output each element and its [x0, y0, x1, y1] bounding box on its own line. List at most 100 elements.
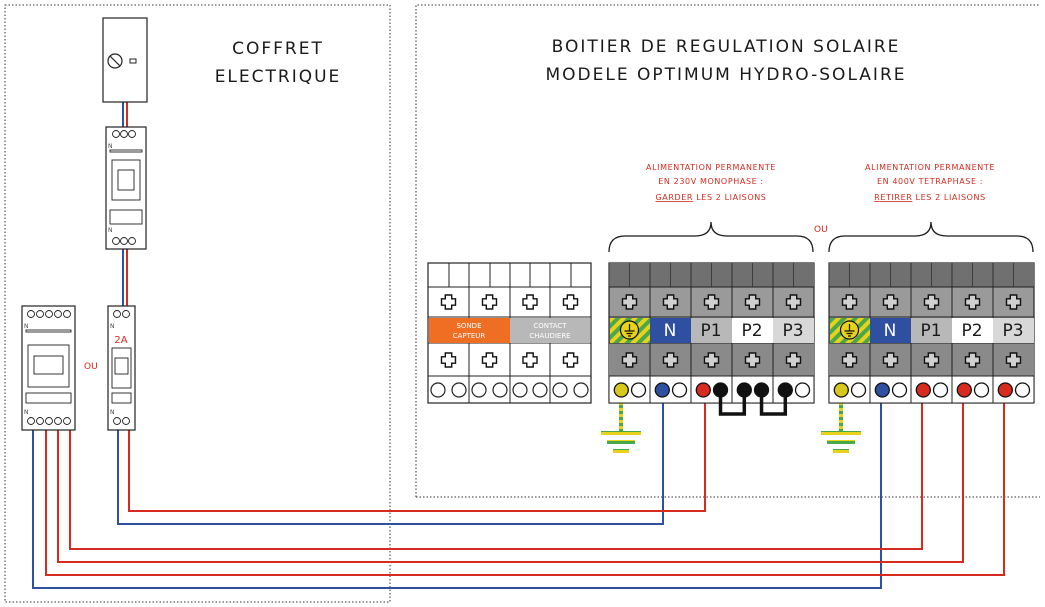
- terminal-block-monophase: [608, 262, 815, 416]
- terminal-hole: [451, 382, 467, 398]
- terminal-hole: [512, 382, 528, 398]
- tetra-caption-line1: ALIMENTATION PERMANENTE: [865, 163, 995, 172]
- tetra-p2-label: P2: [961, 321, 982, 341]
- screw-cross-icon: [1005, 352, 1022, 368]
- svg-text:N: N: [108, 143, 113, 150]
- screw-cross-icon: [744, 352, 761, 368]
- neutral-terminal: [650, 318, 691, 343]
- wire-neutral-4p: [32, 391, 882, 589]
- screw-cross-icon: [522, 352, 538, 368]
- screw-cross-icon: [621, 294, 638, 310]
- terminal-hole: [654, 382, 670, 398]
- terminal-hole: [695, 382, 711, 398]
- svg-text:N: N: [110, 409, 115, 416]
- coffret-title-line2: ELECTRIQUE: [215, 67, 342, 87]
- boitier-enclosure: [415, 4, 1040, 498]
- screw-cross-icon: [882, 352, 899, 368]
- brace-mono: [608, 221, 814, 253]
- terminal-hole: [552, 382, 568, 398]
- ou-between-braces: OU: [814, 225, 828, 235]
- earth-wire-tetra: [821, 391, 861, 453]
- terminal-block-tetraphase: [828, 262, 1035, 404]
- terminal-hole: [630, 382, 647, 398]
- screw-cross-icon: [841, 352, 858, 368]
- screw-cross-icon: [923, 294, 940, 310]
- p1-terminal: [691, 318, 732, 343]
- screw-cross-icon: [703, 352, 720, 368]
- terminal-hole: [833, 382, 849, 398]
- p2-terminal: [952, 318, 993, 343]
- screw-cross-icon: [562, 294, 579, 310]
- terminal-hole: [712, 382, 729, 398]
- terminal-hole: [573, 382, 589, 398]
- svg-text:N: N: [110, 323, 115, 330]
- screw-cross-icon: [841, 294, 858, 310]
- terminal-block-sensors: SONDE CAPTEUR CONTACT CHAUDIERE: [427, 262, 592, 404]
- terminal-hole: [997, 382, 1013, 398]
- screw-cross-icon: [481, 294, 498, 310]
- mono-p1-label: P1: [700, 321, 721, 341]
- earth-glyph: [624, 324, 635, 337]
- p3-terminal: [773, 318, 814, 343]
- contact-chaudiere-label: [510, 318, 590, 343]
- mono-neutral-label: N: [664, 321, 677, 341]
- tetra-neutral-label: N: [884, 321, 897, 341]
- terminal-hole: [956, 382, 972, 398]
- screw-cross-icon: [744, 294, 761, 310]
- screw-cross-icon: [440, 294, 457, 310]
- screw-cross-icon: [621, 352, 638, 368]
- svg-text:CONTACT: CONTACT: [533, 322, 567, 330]
- mono-p3-label: P3: [782, 321, 803, 341]
- terminal-hole: [1014, 382, 1031, 398]
- screw-cross-icon: [440, 352, 457, 368]
- screw-cross-icon: [785, 352, 802, 368]
- screw-cross-icon: [703, 294, 720, 310]
- jumper-link: [759, 396, 788, 416]
- earth-glyph: [844, 324, 855, 337]
- mono-caption-line3: GARDER LES 2 LIAISONS: [655, 193, 766, 202]
- terminal-hole: [874, 382, 890, 398]
- earth-wire-mono: [601, 391, 641, 453]
- screw-cross-icon: [882, 294, 899, 310]
- mono-caption-line2: EN 230V MONOPHASE :: [658, 177, 763, 186]
- terminal-hole: [850, 382, 867, 398]
- sonde-capteur-label: [429, 318, 510, 343]
- p2-terminal: [732, 318, 773, 343]
- brace-tetra: [828, 221, 1034, 253]
- terminal-hole: [915, 382, 931, 398]
- mono-p2-label: P2: [741, 321, 762, 341]
- four-pole-breaker: N N: [21, 305, 76, 431]
- wire-neutral-2a: [117, 391, 664, 525]
- tetra-caption-line3: RETIRER LES 2 LIAISONS: [874, 193, 986, 202]
- screw-cross-icon: [923, 352, 940, 368]
- svg-text:N: N: [24, 323, 29, 330]
- terminal-hole: [736, 382, 752, 398]
- screw-cross-icon: [562, 352, 579, 368]
- svg-text:CHAUDIERE: CHAUDIERE: [529, 332, 570, 340]
- svg-text:CAPTEUR: CAPTEUR: [453, 332, 486, 340]
- wire-phase1-4p: [69, 391, 923, 550]
- terminal-hole: [777, 382, 793, 398]
- terminal-hole: [794, 382, 811, 398]
- terminal-hole: [932, 382, 949, 398]
- wire-phase2-4p: [57, 391, 964, 563]
- svg-text:SONDE: SONDE: [456, 322, 481, 330]
- coffret-title-line1: COFFRET: [232, 39, 324, 59]
- tetra-caption-line2: EN 400V TETRAPHASE :: [877, 177, 983, 186]
- terminal-hole: [471, 382, 487, 398]
- screw-cross-icon: [964, 294, 981, 310]
- screw-cross-icon: [481, 352, 498, 368]
- p3-terminal: [993, 318, 1034, 343]
- wire-phase3-4p: [45, 391, 1005, 576]
- terminal-hole: [753, 382, 770, 398]
- coffret-enclosure: [4, 4, 391, 603]
- terminal-hole: [492, 382, 508, 398]
- screw-cross-icon: [1005, 294, 1022, 310]
- breaker-2a: N N 2A: [107, 305, 136, 431]
- screw-cross-icon: [964, 352, 981, 368]
- svg-text:N: N: [108, 227, 113, 234]
- boitier-title-line2: MODELE OPTIMUM HYDRO-SOLAIRE: [546, 65, 907, 85]
- terminal-hole: [973, 382, 990, 398]
- terminal-hole: [613, 382, 629, 398]
- mono-labels: N P1 P2 P3: [664, 321, 804, 341]
